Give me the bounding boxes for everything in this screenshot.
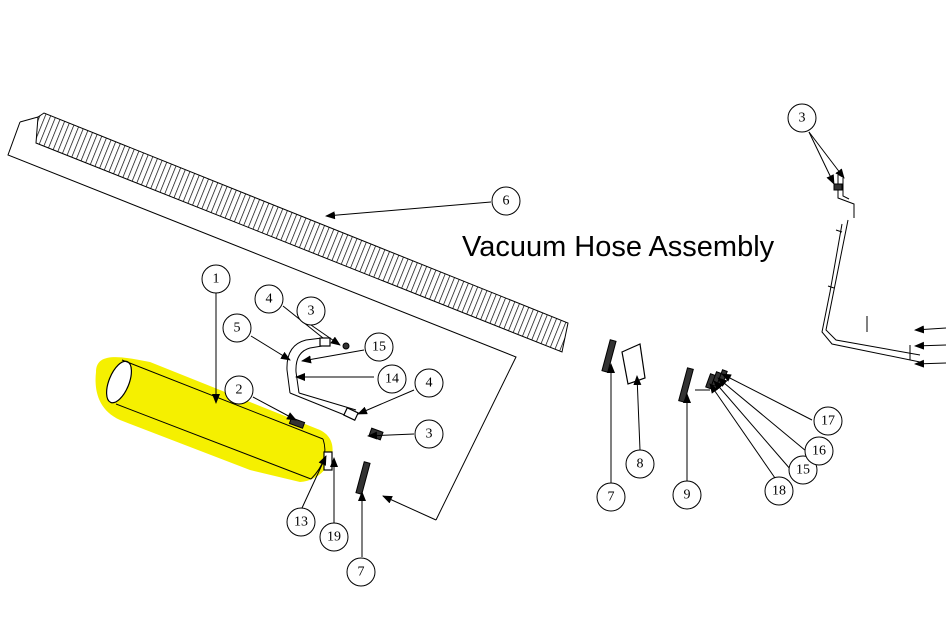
callout-14: 14: [377, 364, 407, 394]
callout-15-right: 15: [788, 455, 818, 485]
callout-label: 3: [799, 111, 806, 126]
callout-label: 6: [503, 194, 510, 209]
callout-label: 15: [372, 340, 386, 355]
tube-highlight: [95, 357, 333, 482]
callout-label: 1: [213, 272, 220, 287]
callout-5: 5: [222, 313, 252, 343]
callout-label: 5: [234, 321, 241, 336]
small-parts-cluster: [705, 369, 728, 390]
corrugated-hose: [7, 112, 569, 521]
callout-label: 16: [812, 444, 826, 459]
callout-1: 1: [201, 264, 231, 294]
callout-label: 14: [385, 372, 399, 387]
callout-15-left: 15: [364, 332, 394, 362]
callouts: 1 2 3 3 3 4 4 5 6 7 7 8 9 13 14 15 15 16…: [201, 103, 843, 587]
callout-label: 4: [426, 376, 433, 391]
callout-label: 9: [684, 488, 691, 503]
highlighted-tube: [95, 357, 333, 482]
callout-4-top: 4: [254, 284, 284, 314]
callout-label: 7: [608, 490, 615, 505]
callout-7-left: 7: [346, 557, 376, 587]
callout-label: 19: [327, 530, 341, 545]
callout-3-top: 3: [296, 296, 326, 326]
callout-label: 17: [821, 414, 835, 429]
callout-label: 3: [308, 304, 315, 319]
diagram-title: Vacuum Hose Assembly: [462, 231, 775, 263]
callout-16: 16: [804, 436, 834, 466]
callout-18: 18: [764, 476, 794, 506]
callout-3-right: 3: [787, 103, 817, 133]
callout-13: 13: [286, 507, 316, 537]
right-hose-assembly: [821, 175, 946, 368]
leader-lines: [212, 131, 845, 557]
callout-label: 2: [236, 383, 243, 398]
callout-2: 2: [224, 375, 254, 405]
callout-label: 18: [772, 484, 786, 499]
callout-label: 3: [426, 427, 433, 442]
small-parts-middle: [601, 339, 710, 403]
callout-9: 9: [672, 480, 702, 510]
callout-19: 19: [319, 522, 349, 552]
callout-6: 6: [491, 186, 521, 216]
wand-tube: [286, 337, 359, 421]
callout-label: 8: [637, 457, 644, 472]
callout-label: 13: [294, 515, 308, 530]
callout-3-mid: 3: [414, 419, 444, 449]
callout-label: 15: [796, 463, 810, 478]
callout-label: 4: [266, 292, 273, 307]
callout-label: 7: [358, 565, 365, 580]
callout-17: 17: [813, 406, 843, 436]
callout-7-mid: 7: [596, 482, 626, 512]
callout-8: 8: [625, 449, 655, 479]
callout-4-mid: 4: [414, 368, 444, 398]
